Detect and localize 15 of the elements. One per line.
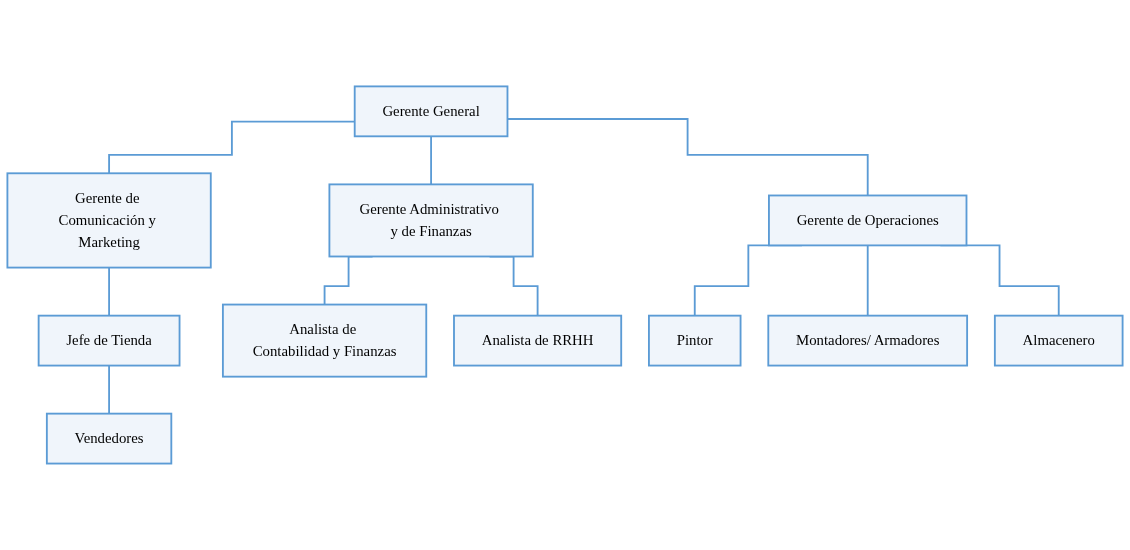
node-box: Gerente Administrativo y de Finanzas bbox=[328, 183, 534, 258]
node-box: Gerente General bbox=[353, 85, 509, 138]
node-box: Gerente de Comunicación y Marketing bbox=[6, 172, 212, 269]
node-box: Analista de Contabilidad y Finanzas bbox=[221, 303, 428, 378]
connector bbox=[866, 244, 869, 317]
connector bbox=[430, 135, 432, 186]
node-box: Analista de RRHH bbox=[453, 314, 623, 367]
connector bbox=[108, 266, 110, 317]
node-box: Almacenero bbox=[993, 314, 1124, 367]
node-box: Vendedores bbox=[45, 412, 173, 465]
node-box: Gerente de Operaciones bbox=[768, 194, 968, 247]
connector bbox=[108, 364, 110, 415]
node-box: Montadores/ Armadores bbox=[767, 314, 969, 367]
node-box: Pintor bbox=[648, 314, 742, 367]
node-box: Jefe de Tienda bbox=[37, 314, 181, 367]
